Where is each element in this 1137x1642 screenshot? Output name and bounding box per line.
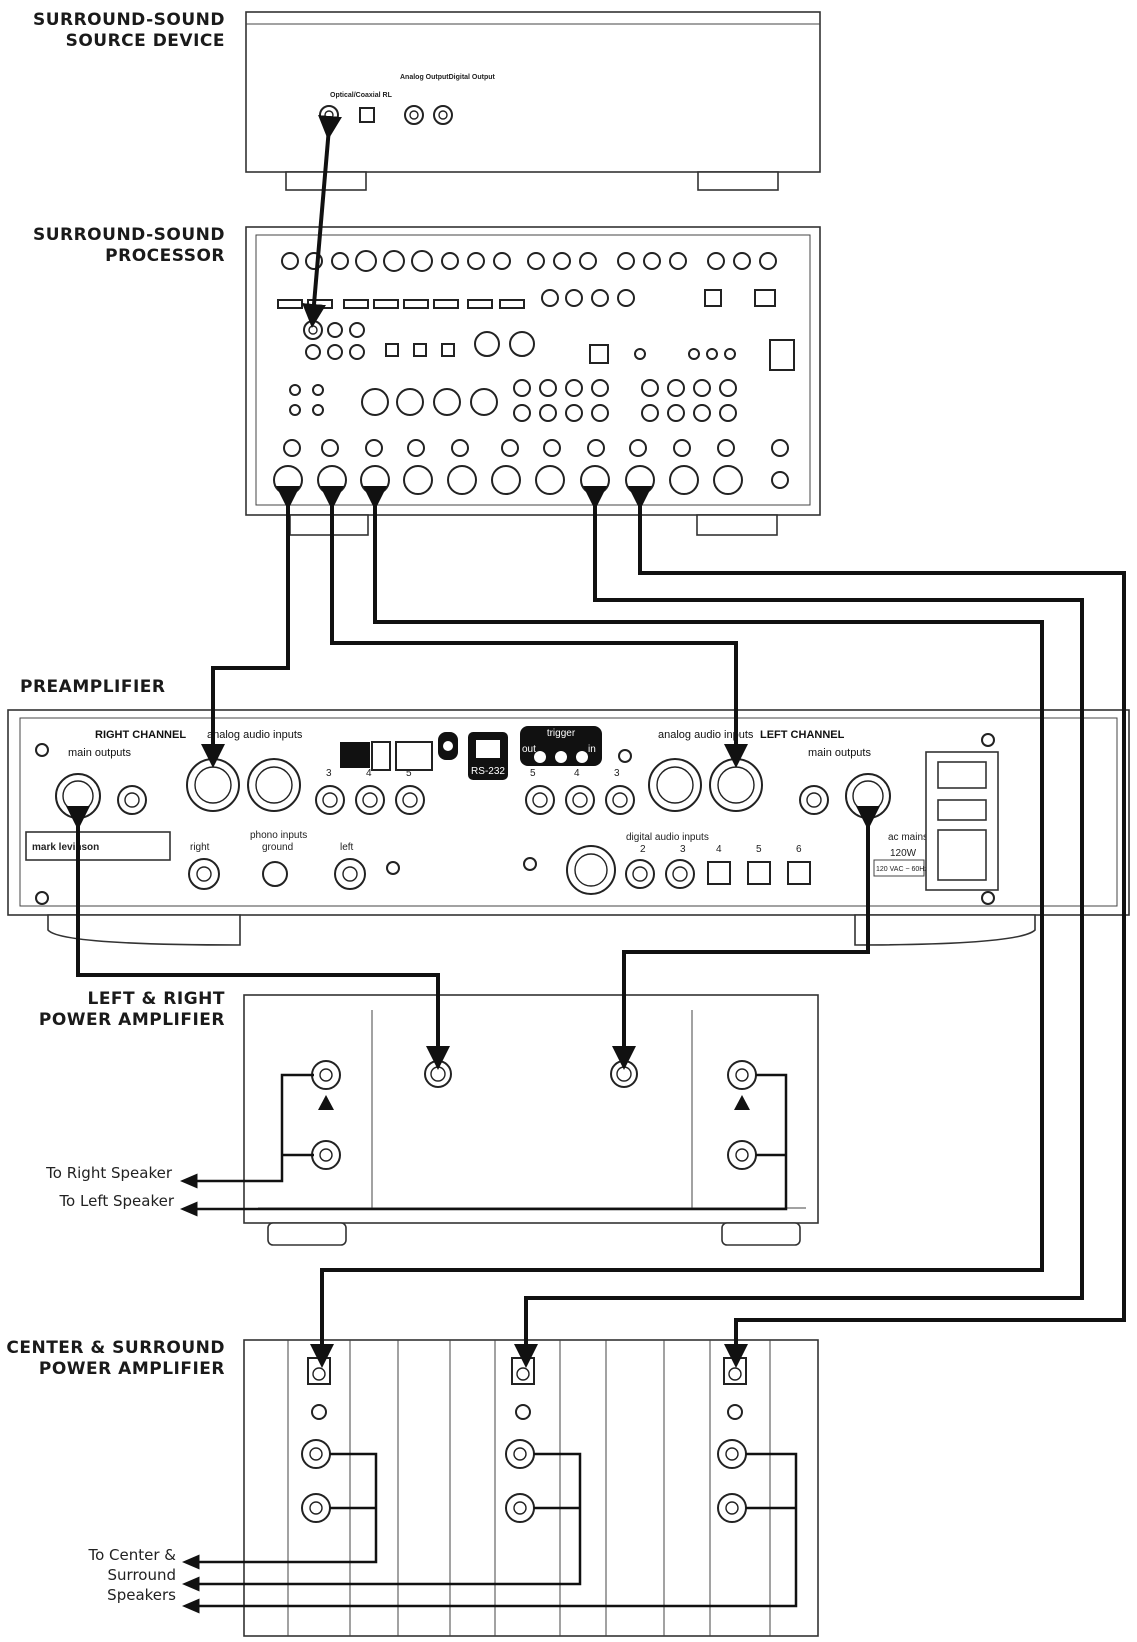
- svg-text:4: 4: [716, 844, 722, 855]
- analog-inputs-label-right: analog audio inputs: [207, 729, 303, 741]
- interconnect-cables: [66, 115, 1126, 1368]
- main-outputs-label-right: main outputs: [68, 747, 131, 759]
- left-channel-label: LEFT CHANNEL: [760, 729, 845, 741]
- trigger-in-label: in: [588, 744, 596, 755]
- source-foot-right: [697, 171, 779, 191]
- svg-text:5: 5: [756, 844, 762, 855]
- to-right-speaker-label: To Right Speaker: [45, 1164, 173, 1182]
- center-surround-amplifier: CENTER & SURROUND POWER AMPLIFIER To Cen…: [6, 1338, 819, 1637]
- source-jack-label: Optical/Coaxial RL: [330, 92, 393, 99]
- lr-amp-title-line1: LEFT & RIGHT: [87, 989, 225, 1009]
- processor-hdmi-row: [277, 289, 776, 309]
- svg-text:5: 5: [406, 768, 412, 779]
- svg-text:3: 3: [614, 768, 620, 779]
- optical-port-icon: [747, 861, 771, 885]
- cable-preamp-left-to-amp: [612, 806, 880, 1070]
- usb-icon: [340, 742, 370, 768]
- svg-text:6: 6: [796, 844, 802, 855]
- cable-processor-center-to-amp: [310, 486, 1044, 1368]
- xlr-connector-icon: [625, 465, 655, 495]
- source-output-label: Analog OutputDigital Output: [400, 74, 496, 81]
- center-amp-title-line2: POWER AMPLIFIER: [39, 1359, 225, 1379]
- phono-inputs-label: phono inputs: [250, 830, 307, 841]
- center-amp-chassis: [243, 1339, 819, 1637]
- surround-speaker-wire-1: [182, 1452, 582, 1592]
- xlr-connector-icon: [360, 465, 390, 495]
- optical-port-icon: [707, 861, 731, 885]
- digital-inputs-label: digital audio inputs: [626, 832, 709, 843]
- xlr-connector-icon: [317, 465, 347, 495]
- cable-processor-surround-right-to-amp: [514, 486, 1084, 1368]
- ethernet-icon: [754, 289, 776, 307]
- processor-foot-right: [696, 514, 778, 536]
- xlr-connector-icon: [580, 465, 610, 495]
- processor-title-line1: SURROUND-SOUND: [33, 225, 225, 245]
- source-title-line1: SURROUND-SOUND: [33, 10, 225, 30]
- lr-power-amplifier: LEFT & RIGHT POWER AMPLIFIER To Right Sp…: [39, 989, 819, 1246]
- trigger-label: trigger: [547, 728, 576, 739]
- cable-preamp-right-to-amp: [66, 806, 450, 1070]
- source-title-line2: SOURCE DEVICE: [66, 31, 225, 51]
- cable-source-to-processor: [302, 115, 342, 328]
- ethernet-icon: [589, 344, 609, 364]
- surround-speaker-wire-2: [182, 1452, 798, 1614]
- svg-text:3: 3: [680, 844, 686, 855]
- usb-icon: [787, 861, 811, 885]
- ac-mains-label: ac mains: [888, 832, 928, 843]
- cable-processor-right-to-preamp: [201, 486, 300, 768]
- svg-text:5: 5: [530, 768, 536, 779]
- svg-text:3: 3: [326, 768, 332, 779]
- speakers-label-line2: Surround: [108, 1566, 176, 1584]
- source-device: SURROUND-SOUND SOURCE DEVICE Analog Outp…: [33, 10, 821, 191]
- main-outputs-label-left: main outputs: [808, 747, 871, 759]
- optical-port-icon: [359, 107, 375, 123]
- phono-ground-label: ground: [262, 842, 293, 853]
- speakers-label-line1: To Center &: [87, 1546, 176, 1564]
- processor-digital-row: [303, 320, 795, 371]
- rs232-label: RS-232: [471, 766, 505, 777]
- right-channel-label: RIGHT CHANNEL: [95, 729, 186, 741]
- left-speaker-wire: [180, 1073, 788, 1217]
- phono-right-label: right: [190, 842, 210, 853]
- ethernet-icon: [395, 741, 433, 771]
- processor-title-line2: PROCESSOR: [105, 246, 225, 266]
- svg-text:2: 2: [640, 844, 646, 855]
- preamp-foot-right: [854, 914, 1036, 946]
- right-speaker-wire: [180, 1073, 314, 1189]
- processor-foot-left: [289, 514, 369, 536]
- xlr-connector-icon: [273, 465, 303, 495]
- preamp-title: PREAMPLIFIER: [20, 677, 166, 697]
- voltage-label: 120 VAC ~ 60Hz: [876, 866, 928, 873]
- speakers-label-line3: Speakers: [107, 1586, 176, 1604]
- lr-amp-title-line2: POWER AMPLIFIER: [39, 1010, 225, 1030]
- trigger-out-label: out: [522, 744, 536, 755]
- svg-text:4: 4: [574, 768, 580, 779]
- lr-amp-foot-left: [267, 1222, 347, 1246]
- processor-analog-rows: [289, 379, 737, 422]
- power-rating-label: 120W: [890, 848, 917, 859]
- preamplifier: PREAMPLIFIER RIGHT CHANNEL LEFT CHANNEL …: [7, 677, 1130, 946]
- cable-processor-surround-left-to-amp: [628, 486, 1126, 1368]
- brand-label: mark levinson: [32, 842, 99, 853]
- to-left-speaker-label: To Left Speaker: [58, 1192, 174, 1210]
- surround-processor: SURROUND-SOUND PROCESSOR: [33, 225, 821, 536]
- analog-inputs-label-left: analog audio inputs: [658, 729, 754, 741]
- phono-left-label: left: [340, 842, 354, 853]
- lr-amp-foot-right: [721, 1222, 801, 1246]
- center-amp-title-line1: CENTER & SURROUND: [6, 1338, 225, 1358]
